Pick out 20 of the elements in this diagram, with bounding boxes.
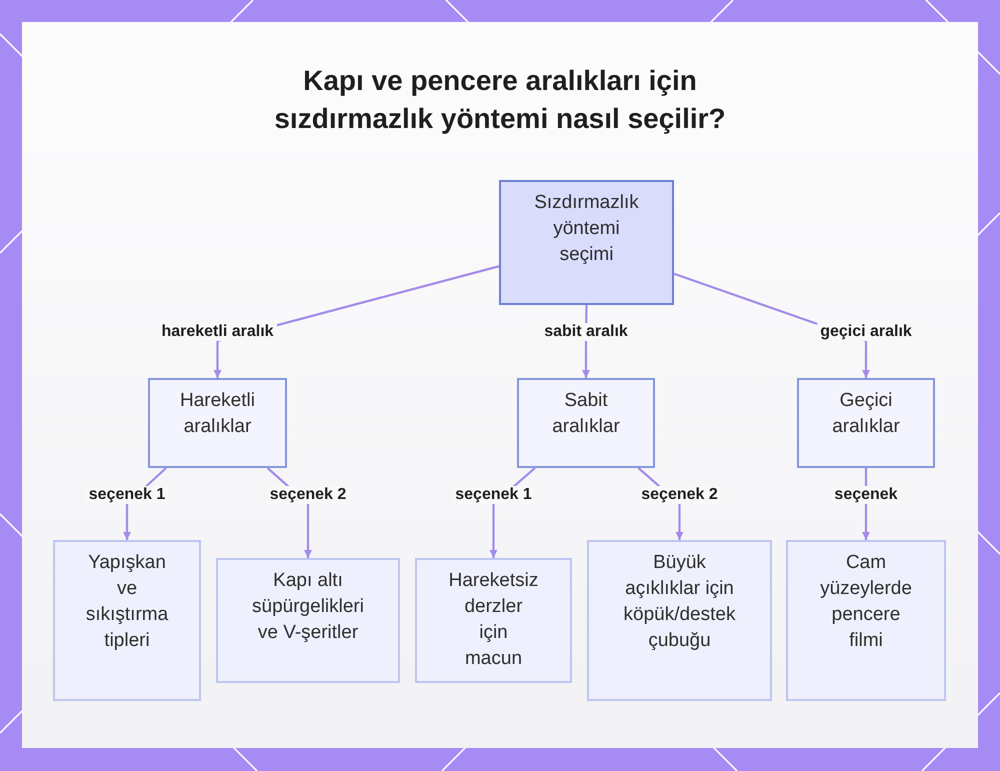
node-text: Kapı altı süpürgelikleri ve V-şeritler	[252, 569, 364, 645]
node-text: Büyük açıklıklar için köpük/destek çubuğu	[622, 551, 736, 653]
node-text: Sabit aralıklar	[552, 389, 620, 439]
leaf-box	[53, 540, 201, 701]
node-text: Geçici aralıklar	[832, 389, 900, 439]
edge-label: geçici aralık	[817, 323, 915, 341]
node-text: Cam yüzeylerde pencere filmi	[820, 551, 912, 653]
node-text: Hareketli aralıklar	[180, 389, 255, 439]
leaf-box	[786, 540, 946, 701]
leaf-box	[415, 558, 572, 683]
node-text: Sızdırmazlık yöntemi seçimi	[534, 191, 639, 267]
title: Kapı ve pencere aralıkları için sızdırmazlık yöntemi nasıl seçilir?	[273, 64, 727, 136]
branch-box	[797, 378, 935, 468]
node-text: Hareketsiz derzler için macun	[448, 569, 538, 671]
root-box	[499, 180, 674, 305]
leaf-box	[587, 540, 772, 701]
leaf-box	[216, 558, 400, 683]
node-text: Yapışkan ve sıkıştırma tipleri	[86, 551, 168, 653]
branch-box	[517, 378, 655, 468]
branch-box	[148, 378, 287, 468]
